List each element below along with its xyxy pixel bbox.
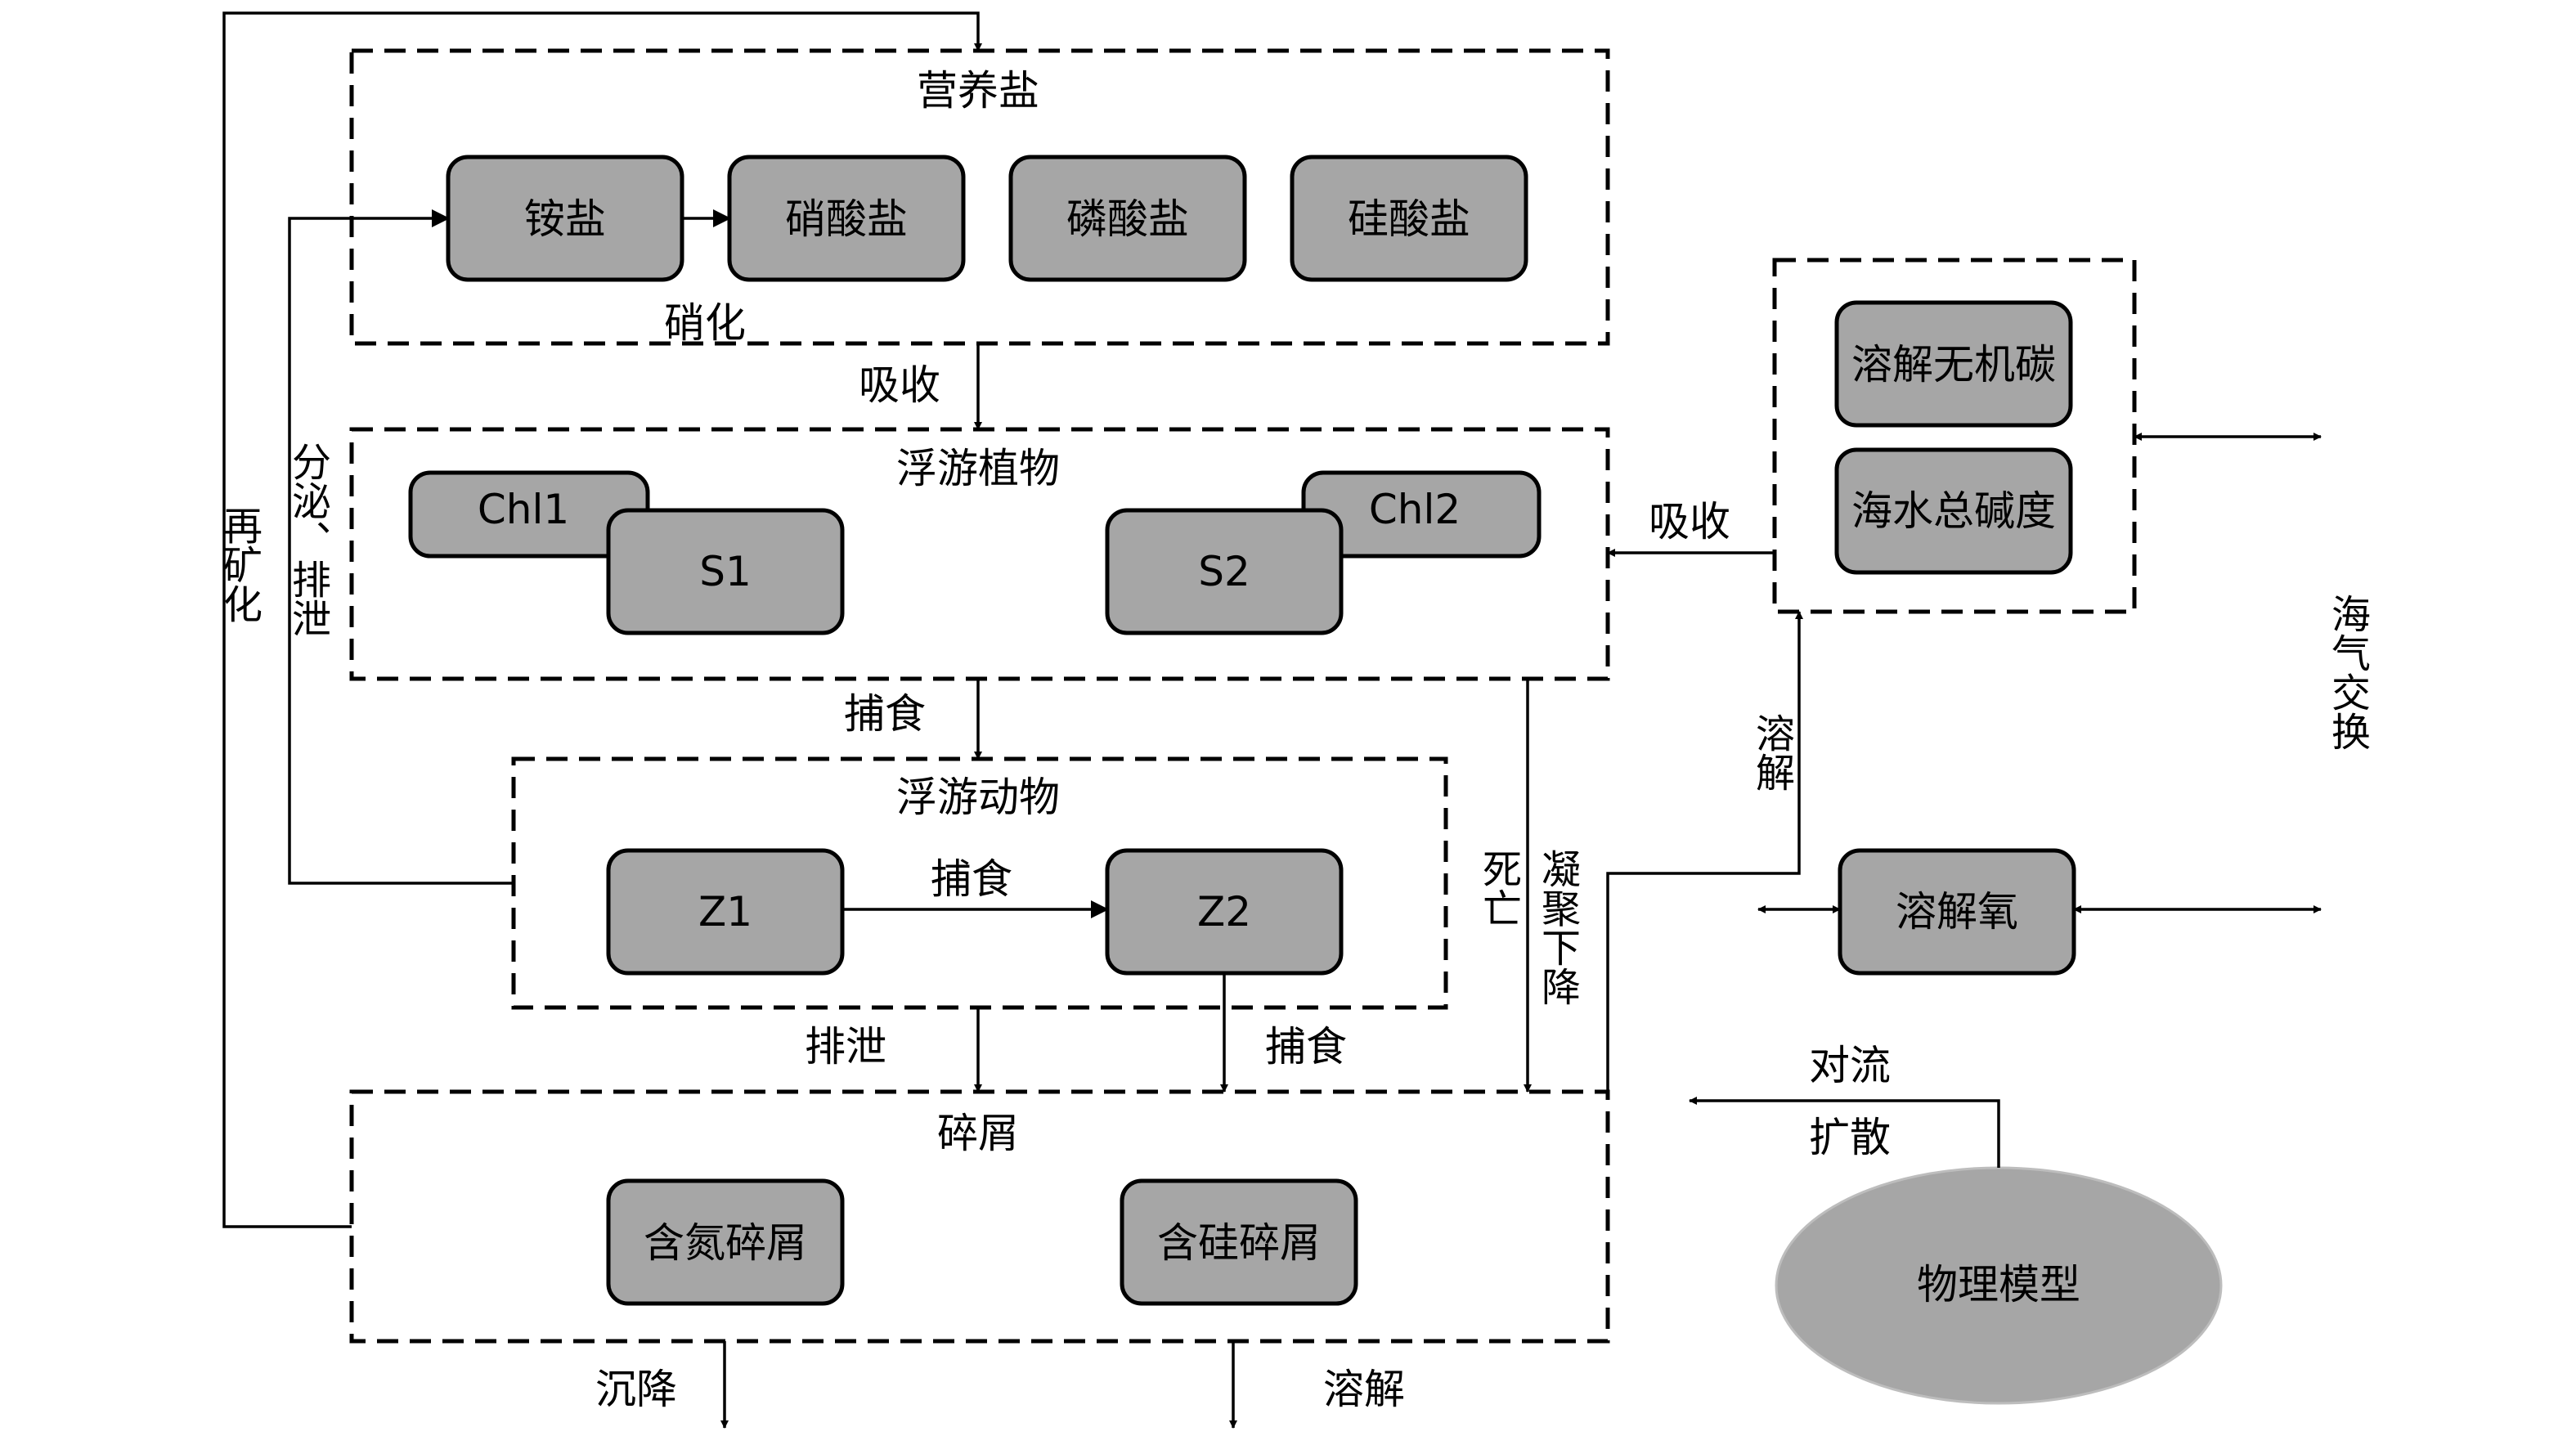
grazing-z1-z2-label: 捕食 — [931, 855, 1012, 903]
chl1-label: Chl1 — [478, 486, 569, 533]
silicon-detritus-box — [1120, 1178, 1358, 1306]
s1-box — [606, 508, 845, 635]
detritus-title: 碎屑 — [937, 1110, 1019, 1157]
s1-label: S1 — [699, 548, 752, 595]
sinking-label: 沉降 — [595, 1366, 677, 1413]
dic-box — [1834, 300, 2073, 428]
convection-label: 对流 — [1809, 1042, 1891, 1089]
air-sea-exchange-label: 海气交换 — [2324, 594, 2370, 751]
grazing-phyto-label: 捕食 — [844, 690, 926, 738]
z2-grazing-label: 捕食 — [1265, 1023, 1347, 1070]
carbon-uptake-label: 吸收 — [1649, 498, 1730, 545]
s2-label: S2 — [1198, 548, 1250, 595]
phosphate-box — [1008, 155, 1247, 282]
z1-label: Z1 — [698, 888, 752, 936]
secretion-label: 分泌、排泄 — [285, 442, 330, 638]
z1-box — [606, 848, 845, 976]
remineralization-label: 再矿化 — [216, 505, 262, 623]
alkalinity-label: 海水总碱度 — [1851, 487, 2056, 535]
nutrients-title: 营养盐 — [917, 67, 1039, 114]
death-label: 死亡 — [1475, 849, 1521, 927]
dissolution-carbon-label: 溶解 — [1748, 713, 1794, 792]
nitrate-label: 硝酸盐 — [785, 195, 908, 243]
s2-box — [1105, 508, 1344, 635]
excretion-label: 排泄 — [805, 1023, 886, 1070]
physical-model-label: 物理模型 — [1917, 1261, 2080, 1308]
oxygen-label: 溶解氧 — [1896, 888, 2018, 936]
nitrification-label: 硝化 — [664, 299, 746, 347]
silicate-box — [1290, 155, 1528, 282]
ammonium-label: 铵盐 — [524, 195, 606, 243]
zooplankton-title: 浮游动物 — [896, 774, 1060, 821]
dissolution-carbon-arrow — [1606, 611, 1803, 1092]
phosphate-label: 磷酸盐 — [1066, 195, 1189, 243]
alkalinity-box — [1834, 447, 2073, 575]
phytoplankton-title: 浮游植物 — [896, 445, 1060, 492]
remineralization-arrow — [222, 11, 982, 1228]
silicon-detritus-label: 含硅碎屑 — [1157, 1219, 1321, 1267]
physical-transport-arrow — [1689, 1097, 2000, 1168]
z2-label: Z2 — [1197, 888, 1251, 936]
diffusion-label: 扩散 — [1809, 1114, 1891, 1161]
uptake-label: 吸收 — [859, 361, 940, 409]
nitrogen-detritus-label: 含氮碎屑 — [644, 1219, 807, 1267]
aggregation-label: 凝聚下降 — [1534, 849, 1580, 1006]
silicate-label: 硅酸盐 — [1348, 195, 1470, 243]
nitrogen-detritus-box — [606, 1178, 845, 1306]
secretion-arrow — [288, 209, 514, 885]
dic-label: 溶解无机碳 — [1851, 341, 2056, 388]
chl2-label: Chl2 — [1369, 486, 1461, 533]
bottom-dissolution-label: 溶解 — [1323, 1366, 1405, 1413]
